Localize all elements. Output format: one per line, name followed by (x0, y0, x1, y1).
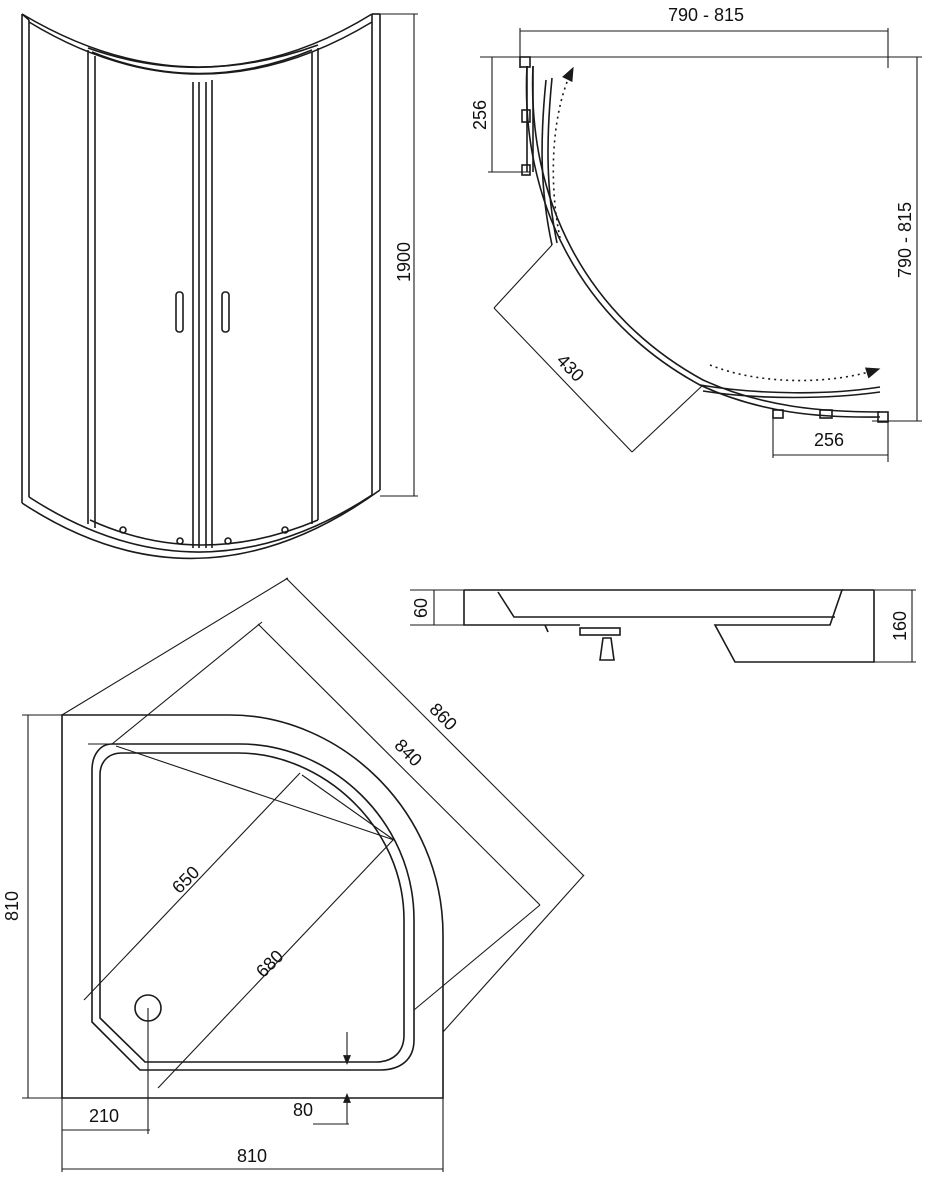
opening-label: 430 (553, 350, 588, 386)
tray-depth-dimension: 810 (2, 714, 62, 1099)
tray-width-label: 810 (237, 1146, 267, 1166)
top-width-dimension: 790 - 815 (519, 5, 889, 68)
height-dimension-label: 1900 (394, 242, 414, 282)
enclosure-perspective-view: 1900 (21, 13, 418, 560)
fixed-panel-bottom-dimension: 256 (772, 414, 889, 462)
door-handle-right (221, 291, 230, 333)
outer-diagonal-label: 860 (426, 699, 461, 734)
enclosure-plan-outline (519, 56, 889, 423)
basin-diagonal-650-label: 650 (168, 862, 203, 897)
enclosure-top-view: 790 - 815 790 - 815 256 256 (470, 5, 922, 462)
top-depth-dimension: 790 - 815 (480, 56, 922, 422)
outer-diagonal-dimension: 860 (61, 577, 585, 1033)
inner-diagonal-dimension: 840 (111, 621, 541, 1011)
drain-offset-dimension: 210 (62, 1008, 150, 1134)
rim-height-label: 60 (411, 598, 431, 618)
fixed-panel-left-label: 256 (470, 100, 490, 130)
rim-height-dimension: 60 (410, 589, 464, 626)
rim-width-label: 80 (293, 1100, 313, 1120)
tray-width-dimension: 810 (61, 1098, 444, 1172)
fixed-panel-left-dimension: 256 (470, 57, 530, 173)
drain-offset-label: 210 (89, 1106, 119, 1126)
tray-depth-label: 810 (2, 891, 22, 921)
basin-diagonal-680-label: 680 (252, 946, 287, 981)
total-height-label: 160 (890, 611, 910, 641)
opening-dimension: 430 (493, 244, 704, 453)
inner-diagonal-label: 840 (391, 735, 426, 770)
tray-plan-view: 860 840 650 680 810 (2, 577, 585, 1172)
enclosure-frame (21, 13, 381, 560)
tray-side-view: 60 160 (410, 589, 916, 663)
height-dimension: 1900 (380, 13, 418, 497)
rim-width-dimension: 80 (293, 1032, 351, 1125)
total-height-dimension: 160 (874, 589, 916, 663)
top-width-label: 790 - 815 (668, 5, 744, 25)
fixed-panel-bottom-label: 256 (814, 430, 844, 450)
door-handle-left (175, 291, 184, 333)
top-depth-label: 790 - 815 (895, 202, 915, 278)
